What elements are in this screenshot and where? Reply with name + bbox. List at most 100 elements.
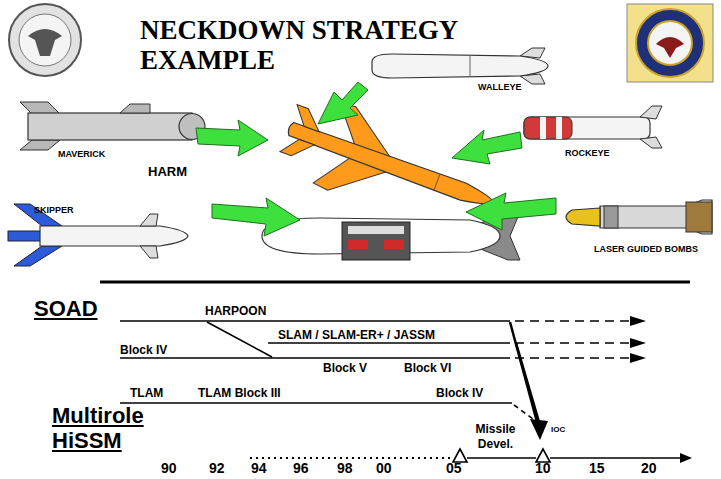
body xyxy=(524,117,650,139)
green-arrow xyxy=(196,120,268,156)
diagram-title: NECKDOWN STRATEGY EXAMPLE xyxy=(140,16,460,75)
timeline-label: HARPOON xyxy=(205,305,266,317)
axis-tick-label: 05 xyxy=(446,461,462,475)
axis-tick-label: 10 xyxy=(535,461,551,475)
timeline-lines xyxy=(120,321,680,462)
seam xyxy=(470,55,471,77)
fin xyxy=(20,140,60,150)
left-seal xyxy=(9,4,81,76)
multirole-missile xyxy=(273,88,508,245)
arrowhead xyxy=(630,353,646,363)
tail-fin xyxy=(280,135,314,162)
future-line xyxy=(515,320,630,322)
body xyxy=(372,54,548,78)
axis-dotted xyxy=(250,457,452,459)
walleye-weapon xyxy=(372,48,548,84)
wing xyxy=(120,104,150,113)
milestone-label: Missile Devel. xyxy=(474,422,517,452)
seal-frame xyxy=(627,4,713,82)
weapon-label: HARM xyxy=(148,165,187,178)
body xyxy=(40,226,188,246)
seal-center xyxy=(19,14,71,66)
seal-ring xyxy=(9,4,81,76)
timeline-label: Block IV xyxy=(120,344,167,356)
axis-tick-label: 00 xyxy=(376,461,392,475)
fin xyxy=(640,137,662,148)
seal-eagle xyxy=(656,37,684,58)
program-heading: Multirole HiSSM xyxy=(52,403,146,454)
future-line xyxy=(515,357,630,359)
axis-tick-label: 20 xyxy=(641,461,657,475)
weapon-label: MAVERICK xyxy=(58,150,105,159)
separator-line xyxy=(100,281,690,284)
axis-tick-label: 96 xyxy=(293,461,309,475)
neckdown-line xyxy=(516,343,539,422)
milestone-label: IOC xyxy=(551,426,565,434)
block-line xyxy=(120,357,510,359)
canard xyxy=(140,214,158,226)
stripe xyxy=(540,117,546,139)
timeline-label: TLAM Block III xyxy=(198,387,281,399)
tlam-line xyxy=(120,402,512,404)
laser-guided-bomb xyxy=(566,200,712,234)
branch-line xyxy=(207,322,272,357)
weapon-label: WALLEYE xyxy=(478,83,522,92)
seal-ring xyxy=(636,9,704,77)
tail-fin xyxy=(291,105,325,132)
submunition xyxy=(348,240,368,249)
rockeye-weapon xyxy=(524,106,662,148)
green-arrow xyxy=(452,130,522,164)
weapon-label: SKIPPER xyxy=(34,206,74,215)
slam-line xyxy=(268,342,510,344)
nose-section xyxy=(524,117,572,139)
green-arrow xyxy=(212,198,300,236)
arrowhead xyxy=(680,453,692,463)
timeline-label: TLAM xyxy=(130,387,163,399)
seeker xyxy=(566,208,600,226)
axis-tick-label: 94 xyxy=(251,461,267,475)
axis-line xyxy=(467,457,536,459)
weapon-label: ROCKEYE xyxy=(565,149,610,158)
axis-tick-label: 90 xyxy=(161,461,177,475)
fin xyxy=(20,102,60,114)
blue-fin xyxy=(14,246,62,266)
body xyxy=(286,120,497,211)
seal-eagle xyxy=(28,29,62,56)
future-line xyxy=(515,342,630,344)
arrowheads xyxy=(530,316,692,463)
canard xyxy=(140,246,158,258)
green-arrow xyxy=(466,193,556,230)
timeline-label: Block VI xyxy=(404,362,451,374)
dispenser-window xyxy=(348,226,404,234)
skipper-weapon xyxy=(8,204,188,266)
dispenser xyxy=(342,222,410,260)
axis-line xyxy=(550,457,680,459)
timeline-label: Block IV xyxy=(436,387,483,399)
submunition xyxy=(384,240,404,249)
seam xyxy=(434,175,439,190)
band xyxy=(604,206,618,228)
stripe xyxy=(556,117,562,139)
timeline-label: SLAM / SLAM-ER+ / JASSM xyxy=(278,329,435,341)
weapon-label: LASER GUIDED BOMBS xyxy=(594,245,698,254)
harpoon-line xyxy=(120,320,510,322)
maverick-weapon xyxy=(20,102,205,150)
green-arrows xyxy=(196,82,556,236)
arrowhead xyxy=(630,316,646,326)
body xyxy=(28,113,192,140)
future-line xyxy=(514,405,533,419)
axis-tick-label: 15 xyxy=(589,461,605,475)
timeline-label: Block V xyxy=(323,362,367,374)
axis-tick-label: 98 xyxy=(337,461,353,475)
program-heading: SOAD xyxy=(34,296,98,321)
seal-center xyxy=(648,21,692,65)
right-seal xyxy=(627,4,713,82)
arrowhead xyxy=(630,338,646,348)
body xyxy=(600,200,712,234)
green-arrow xyxy=(318,82,368,124)
tail-kit xyxy=(686,202,712,232)
axis-tick-label: 92 xyxy=(209,461,225,475)
arrowhead xyxy=(530,419,548,440)
fin xyxy=(640,106,662,119)
